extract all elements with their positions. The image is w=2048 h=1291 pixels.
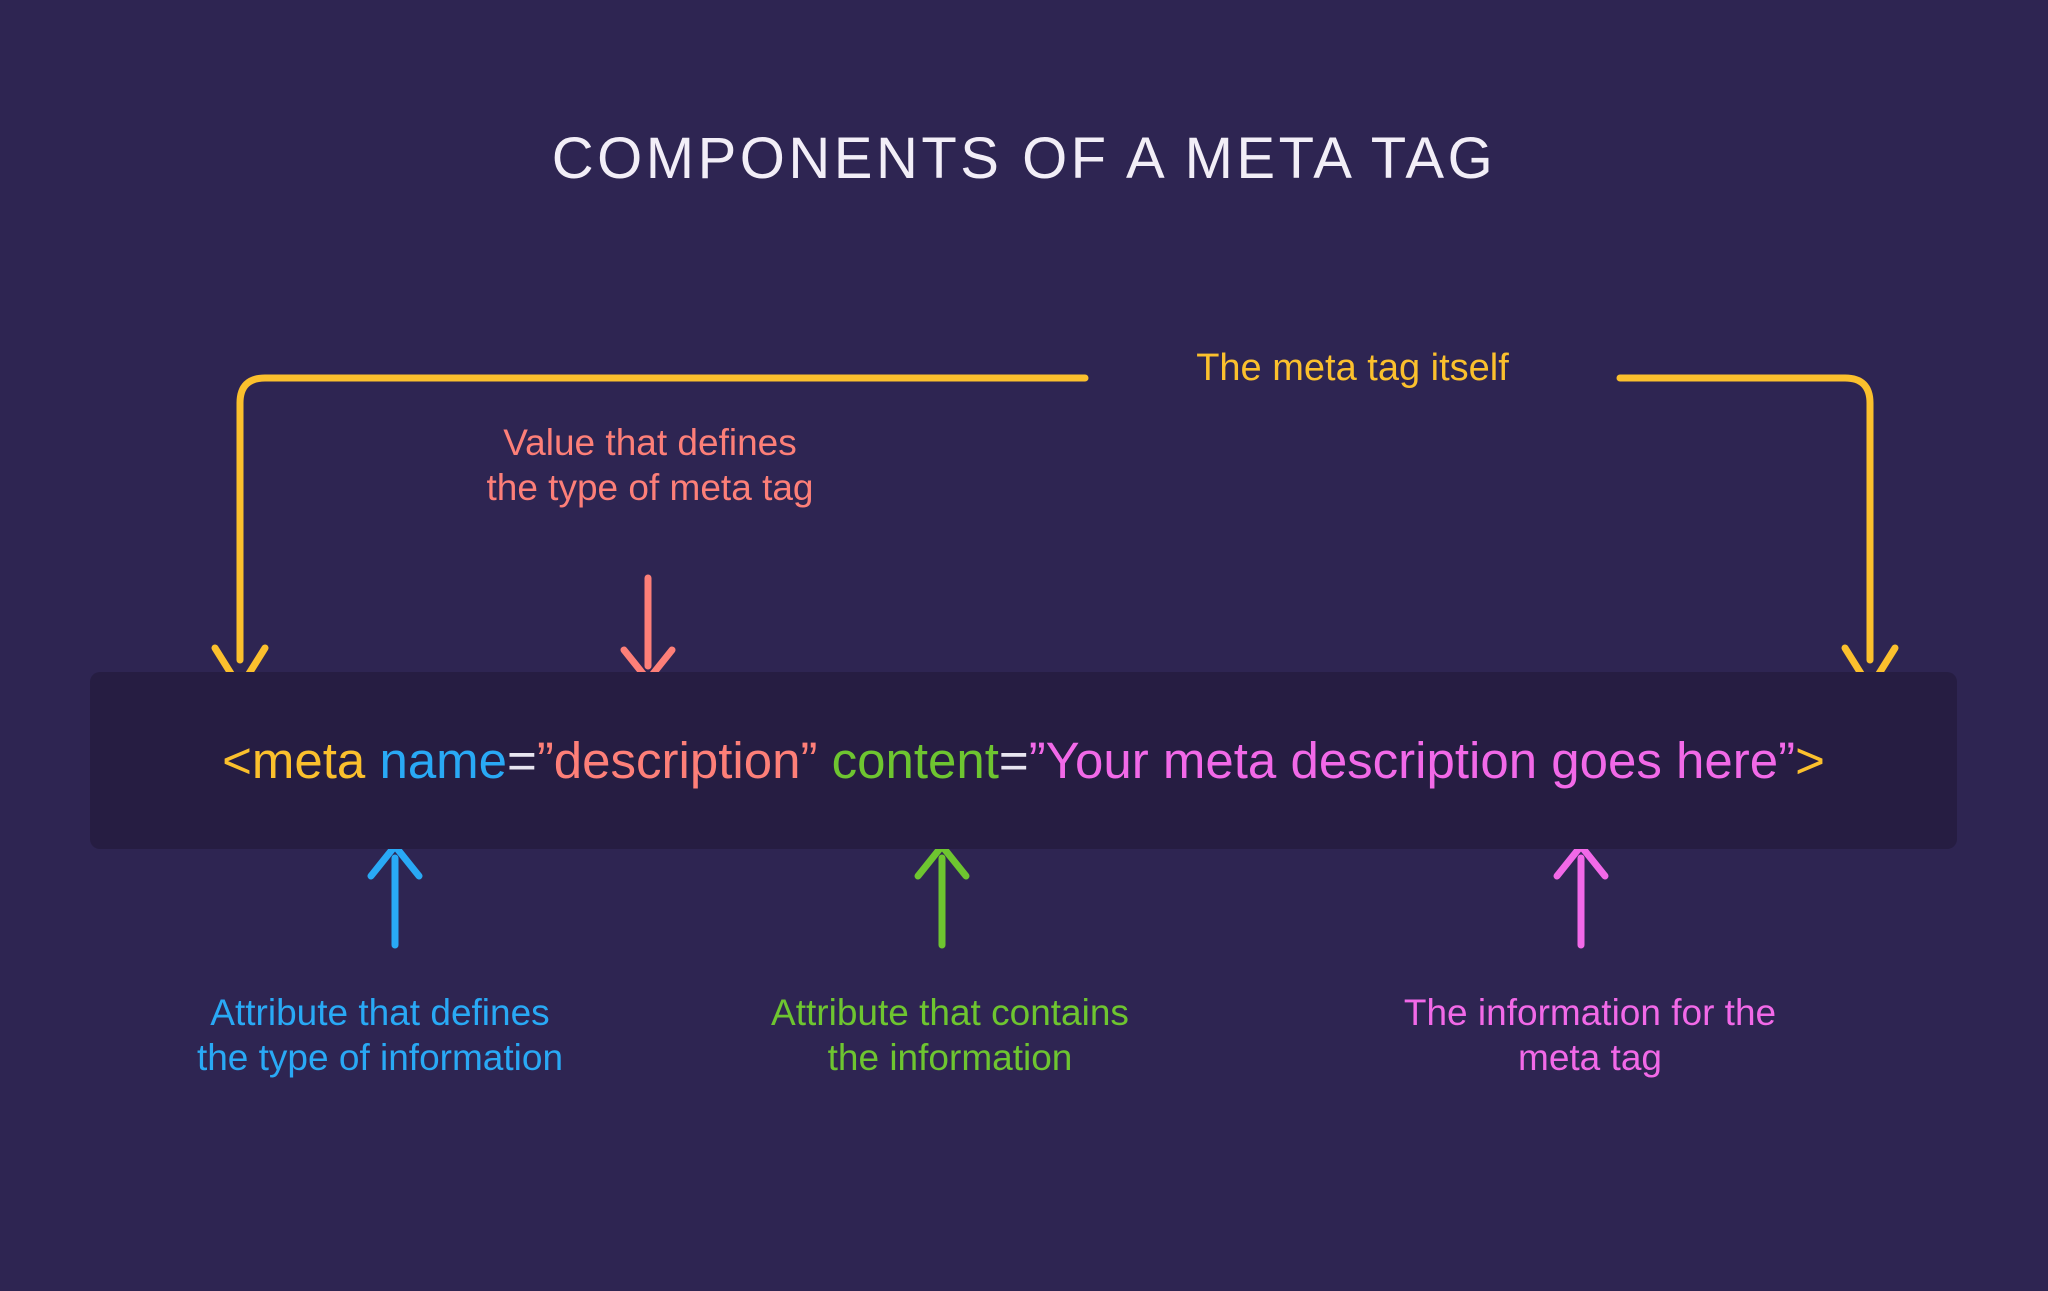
annotation-attribute-type: Attribute that defines the type of infor… — [196, 992, 564, 1079]
code-token-attribute-name: name — [379, 732, 508, 789]
code-token-equals-2: = — [998, 732, 1029, 789]
annotation-meta-tag-itself: The meta tag itself — [1196, 347, 1509, 389]
code-token-attribute-value: ”description” — [536, 732, 818, 789]
green-up-arrow-icon — [914, 842, 970, 949]
code-block: <meta name=”description” content=”Your m… — [90, 672, 1957, 849]
code-token-content-value: ”Your meta description goes here” — [1028, 732, 1796, 789]
code-token-space — [817, 731, 831, 790]
annotation-attribute-contains: Attribute that contains the information — [771, 992, 1129, 1079]
blue-up-arrow-icon — [367, 842, 423, 949]
annotation-information-for-meta-tag: The information for the meta tag — [1403, 992, 1777, 1079]
code-token-tag-close: > — [1795, 732, 1825, 789]
page-title: COMPONENTS OF A META TAG — [551, 126, 1497, 191]
code-token-equals-1: = — [507, 732, 537, 789]
code-line: <meta name=”description” content=”Your m… — [90, 672, 1957, 849]
salmon-down-arrow-icon — [620, 574, 676, 684]
magenta-up-arrow-icon — [1553, 842, 1609, 949]
code-token-tag-open: <meta — [222, 732, 380, 789]
code-token-attribute-content: content — [831, 732, 999, 789]
annotation-value-type: Value that defines the type of meta tag — [486, 422, 814, 509]
